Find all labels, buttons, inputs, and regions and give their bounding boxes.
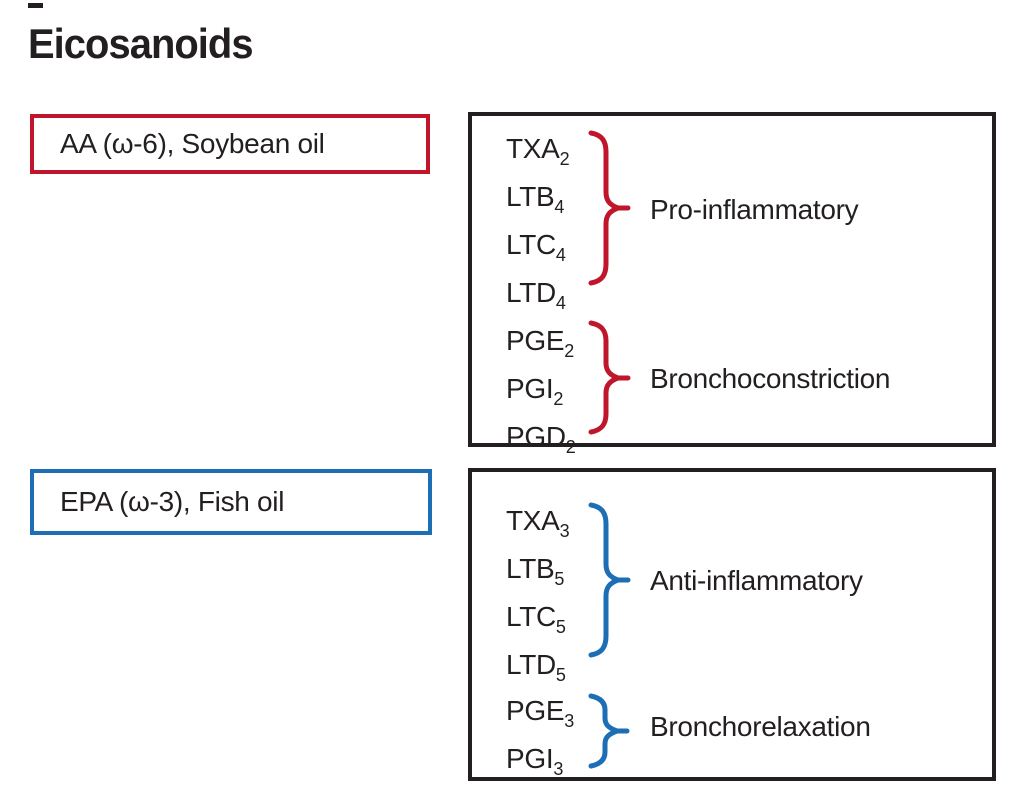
- mediator-base: LTB: [506, 181, 555, 212]
- mediator-base: LTD: [506, 277, 556, 308]
- mediator-txa2: TXA2: [506, 130, 570, 178]
- mediator-ltb5: LTB5: [506, 550, 570, 598]
- mediator-base: LTC: [506, 229, 556, 260]
- mediator-base: TXA: [506, 505, 560, 536]
- mediator-pgi3: PGI3: [506, 740, 574, 788]
- mediator-ltd5: LTD5: [506, 646, 570, 694]
- mediator-subscript: 4: [555, 293, 566, 313]
- mediator-ltc4: LTC4: [506, 226, 570, 274]
- mediator-subscript: 2: [565, 437, 576, 457]
- curly-brace-icon: [588, 130, 631, 286]
- mediator-subscript: 2: [553, 389, 564, 409]
- mediator-base: PGD: [506, 421, 566, 452]
- mediator-subscript: 3: [559, 521, 570, 541]
- panel-epa-products: TXA3 LTB5 LTC5 LTD5 Anti-inflammatory PG…: [468, 468, 996, 781]
- effect-label-bronchorelaxation: Bronchorelaxation: [650, 711, 871, 742]
- mediator-subscript: 3: [553, 759, 564, 779]
- mediator-subscript: 2: [564, 341, 575, 361]
- crop-artifact: [28, 3, 43, 8]
- mediator-pgi2: PGI2: [506, 370, 576, 418]
- mediator-pge3: PGE3: [506, 692, 574, 740]
- mediator-list-pro-inflammatory: TXA2 LTB4 LTC4 LTD4: [506, 130, 570, 322]
- mediator-subscript: 5: [555, 617, 566, 637]
- mediator-subscript: 4: [554, 197, 565, 217]
- page-title: Eicosanoids: [28, 20, 254, 67]
- mediator-list-bronchoconstriction: PGE2 PGI2 PGD2: [506, 322, 576, 466]
- mediator-ltd4: LTD4: [506, 274, 570, 322]
- mediator-subscript: 3: [564, 711, 575, 731]
- mediator-list-bronchorelaxation: PGE3 PGI3: [506, 692, 574, 788]
- mediator-base: PGE: [506, 325, 565, 356]
- curly-brace-icon: [588, 502, 631, 658]
- mediator-subscript: 5: [555, 665, 566, 685]
- source-box-aa-soybean: AA (ω-6), Soybean oil: [30, 114, 430, 174]
- source-label-aa: AA (ω-6), Soybean oil: [60, 128, 325, 159]
- mediator-ltc5: LTC5: [506, 598, 570, 646]
- mediator-subscript: 4: [555, 245, 566, 265]
- effect-label-bronchoconstriction: Bronchoconstriction: [650, 363, 891, 394]
- mediator-list-anti-inflammatory: TXA3 LTB5 LTC5 LTD5: [506, 502, 570, 694]
- mediator-pge2: PGE2: [506, 322, 576, 370]
- mediator-base: LTB: [506, 553, 555, 584]
- mediator-subscript: 5: [554, 569, 565, 589]
- mediator-base: TXA: [506, 133, 560, 164]
- effect-label-pro-inflammatory: Pro-inflammatory: [650, 194, 859, 225]
- curly-brace-icon: [588, 320, 631, 435]
- mediator-pgd2: PGD2: [506, 418, 576, 466]
- source-label-epa: EPA (ω-3), Fish oil: [60, 486, 285, 517]
- mediator-subscript: 2: [559, 149, 570, 169]
- curly-brace-icon: [588, 693, 630, 769]
- effect-label-anti-inflammatory: Anti-inflammatory: [650, 565, 863, 596]
- mediator-txa3: TXA3: [506, 502, 570, 550]
- source-box-epa-fish: EPA (ω-3), Fish oil: [30, 469, 432, 535]
- mediator-base: PGI: [506, 373, 554, 404]
- mediator-base: PGE: [506, 695, 565, 726]
- mediator-base: LTD: [506, 649, 556, 680]
- mediator-base: PGI: [506, 743, 554, 774]
- mediator-ltb4: LTB4: [506, 178, 570, 226]
- mediator-base: LTC: [506, 601, 556, 632]
- panel-aa-products: TXA2 LTB4 LTC4 LTD4 Pro-inflammatory PGE…: [468, 112, 996, 457]
